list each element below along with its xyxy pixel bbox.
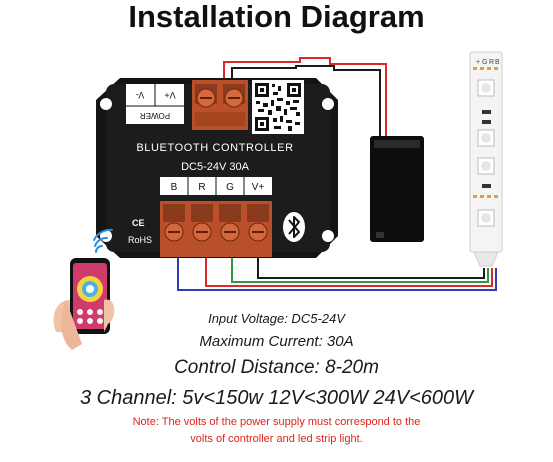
- wire-power-negative: [231, 65, 381, 138]
- bluetooth-controller: V- V+ POWER BL: [96, 78, 338, 258]
- mount-hole-icon: [100, 98, 112, 110]
- smartphone-app: [53, 228, 115, 350]
- power-plus-label: V+: [164, 90, 175, 100]
- spec-input-voltage: Input Voltage: DC5-24V: [208, 311, 345, 326]
- mount-hole-icon: [322, 230, 334, 242]
- wire-power-positive: [223, 57, 387, 138]
- wire-green: [231, 250, 489, 283]
- page-title: Installation Diagram: [128, 0, 425, 34]
- wire-blue: [177, 250, 497, 291]
- strip-pin-b: B: [495, 59, 500, 66]
- wireless-signal-icon: [93, 228, 113, 253]
- controller-rating-label: DC5-24V 30A: [181, 161, 250, 173]
- terminal-label-r: R: [198, 182, 205, 193]
- bluetooth-icon: [283, 212, 305, 242]
- led-strip: + G R B: [469, 51, 503, 267]
- power-supply-box: [370, 136, 424, 242]
- mount-hole-icon: [322, 98, 334, 110]
- spec-control-distance: Control Distance: 8-20m: [174, 357, 379, 378]
- controller-brand-label: BLUETOOTH CONTROLLER: [136, 142, 293, 154]
- ce-mark: CE: [132, 218, 145, 228]
- strip-pin-g: G: [482, 59, 487, 66]
- note-line-1: Note: The volts of the power supply must…: [132, 416, 421, 428]
- terminal-label-vplus: V+: [252, 182, 265, 193]
- spec-max-current: Maximum Current: 30A: [199, 333, 354, 350]
- wire-black: [257, 250, 485, 279]
- power-minus-label: V-: [136, 90, 145, 100]
- wires: [177, 57, 497, 291]
- terminal-label-g: G: [226, 182, 234, 193]
- wire-red: [205, 250, 493, 287]
- spec-channels: 3 Channel: 5v<150w 12V<300W 24V<600W: [79, 387, 474, 409]
- power-label: POWER: [140, 111, 170, 120]
- rohs-mark: RoHS: [128, 235, 152, 245]
- qr-code: [252, 80, 304, 134]
- strip-pin-plus: +: [476, 59, 480, 66]
- strip-pin-r: R: [489, 59, 494, 66]
- note-line-2: volts of controller and led strip light.: [190, 433, 363, 445]
- terminal-label-b: B: [171, 182, 178, 193]
